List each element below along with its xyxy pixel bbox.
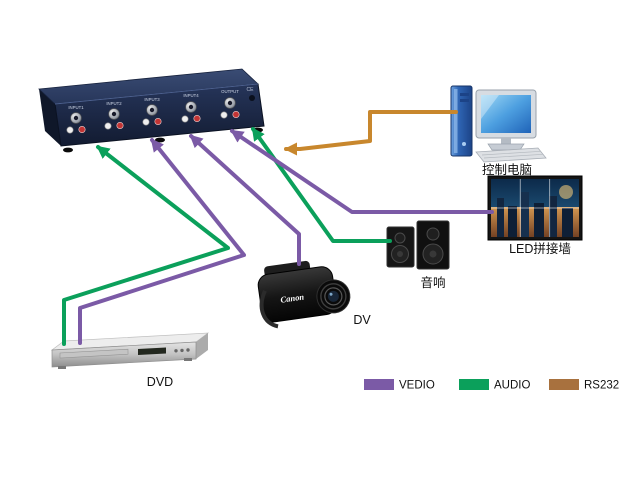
port-label: INPUT3 (144, 97, 160, 102)
dvd-label: DVD (147, 375, 173, 389)
switcher-edge-highlight (54, 83, 259, 105)
camcorder-brand: Canon (280, 291, 305, 304)
camcorder-lens-glint (329, 292, 333, 296)
rca-red-connector (116, 122, 124, 130)
rca-white-connector (142, 118, 150, 126)
monitor-stand-neck (501, 138, 511, 144)
legend-audio-swatch (459, 379, 489, 390)
camcorder-lens-ring (324, 287, 343, 306)
ce-marking: CE (247, 87, 255, 93)
cable-led-wall-video (230, 129, 494, 214)
control-computer-device (450, 85, 547, 163)
tower-front-stripe (454, 89, 458, 153)
speaker-tweeter (426, 227, 440, 241)
switcher-left-side (39, 89, 61, 146)
speakers-device (386, 220, 450, 270)
bnc-center (227, 100, 233, 106)
led-building (521, 192, 529, 237)
keyboard (475, 147, 547, 163)
dv-camcorder-device: Canon (257, 260, 351, 329)
legend-video-label: VEDIO (399, 380, 435, 392)
dvd-button (180, 348, 184, 353)
port-label: INPUT2 (106, 101, 122, 106)
switcher-port-group-3: INPUT3 (142, 97, 162, 126)
dvd-foot (184, 358, 192, 361)
speaker-woofer-cap (429, 250, 437, 258)
switcher-port-group-2: INPUT2 (104, 101, 124, 130)
tower-drive-bay (460, 93, 469, 96)
computer-label: 控制电脑 (482, 163, 532, 177)
cable-dv-video (189, 134, 301, 266)
cable-rs232 (284, 110, 458, 156)
power-jack (249, 95, 255, 101)
legend-audio-label: AUDIO (494, 380, 530, 392)
cable-dvd-audio (62, 145, 230, 346)
dvd-foot (58, 366, 66, 369)
switcher-port-group-4: INPUT4 (181, 93, 201, 123)
led-wall-device (487, 175, 583, 241)
bnc-center (111, 111, 117, 117)
speakers-label: 音响 (420, 275, 445, 290)
cable-speakers-audio (251, 127, 392, 243)
rca-white-connector (220, 111, 228, 119)
led-building (497, 198, 504, 237)
cables (62, 110, 494, 346)
dvd-player-device (50, 332, 210, 369)
led-building (549, 196, 557, 237)
bnc-center (188, 104, 194, 110)
legend-rs232-label: RS232 (584, 380, 619, 392)
dv-label: DV (353, 313, 371, 327)
cable-dvd-video (78, 138, 246, 345)
rca-white-connector (181, 115, 189, 123)
camcorder-strap (259, 290, 279, 329)
tower-power-button (462, 142, 466, 146)
bnc-center (73, 115, 79, 121)
legend-video-swatch (364, 379, 394, 390)
port-label: INPUT1 (68, 105, 84, 110)
legend-rs232-swatch (549, 379, 579, 390)
dvd-button (186, 348, 190, 352)
dvd-disc-tray (59, 348, 129, 359)
switcher-port-group-5: OUTPUT (220, 89, 240, 119)
keyboard-keys-row (481, 150, 542, 156)
rca-red-connector (232, 111, 240, 119)
rca-white-connector (66, 126, 74, 134)
led-building (508, 206, 517, 237)
rca-red-connector (78, 126, 86, 134)
led-building (534, 203, 544, 237)
speaker-woofer-cap (397, 251, 403, 257)
port-label: INPUT4 (183, 93, 199, 98)
monitor-screen (481, 95, 531, 133)
tower-drive-bay (460, 99, 469, 102)
port-label: OUTPUT (221, 89, 239, 94)
switcher-port-group-1: INPUT1 (66, 105, 86, 134)
speaker-tweeter (394, 232, 406, 244)
legend: VEDIO AUDIO RS232 (364, 379, 619, 392)
video-switcher-device: INPUT1 INPUT2 INPUT3 INPUT4 (38, 68, 265, 153)
rca-red-connector (154, 118, 162, 126)
screen-glare (481, 95, 499, 119)
rca-red-connector (193, 115, 201, 123)
led-wall-label: LED拼接墙 (509, 241, 571, 256)
dvd-right-side (196, 333, 208, 359)
led-sky-glow (559, 185, 573, 199)
led-building (562, 208, 573, 237)
keyboard-keys-row (483, 153, 544, 159)
switcher-foot (155, 137, 165, 143)
rca-white-connector (104, 122, 112, 130)
camcorder-lens-ring (320, 283, 347, 310)
switcher-foot (63, 147, 73, 153)
dvd-button (174, 349, 178, 353)
dvd-display (138, 347, 166, 355)
bnc-center (149, 107, 155, 113)
